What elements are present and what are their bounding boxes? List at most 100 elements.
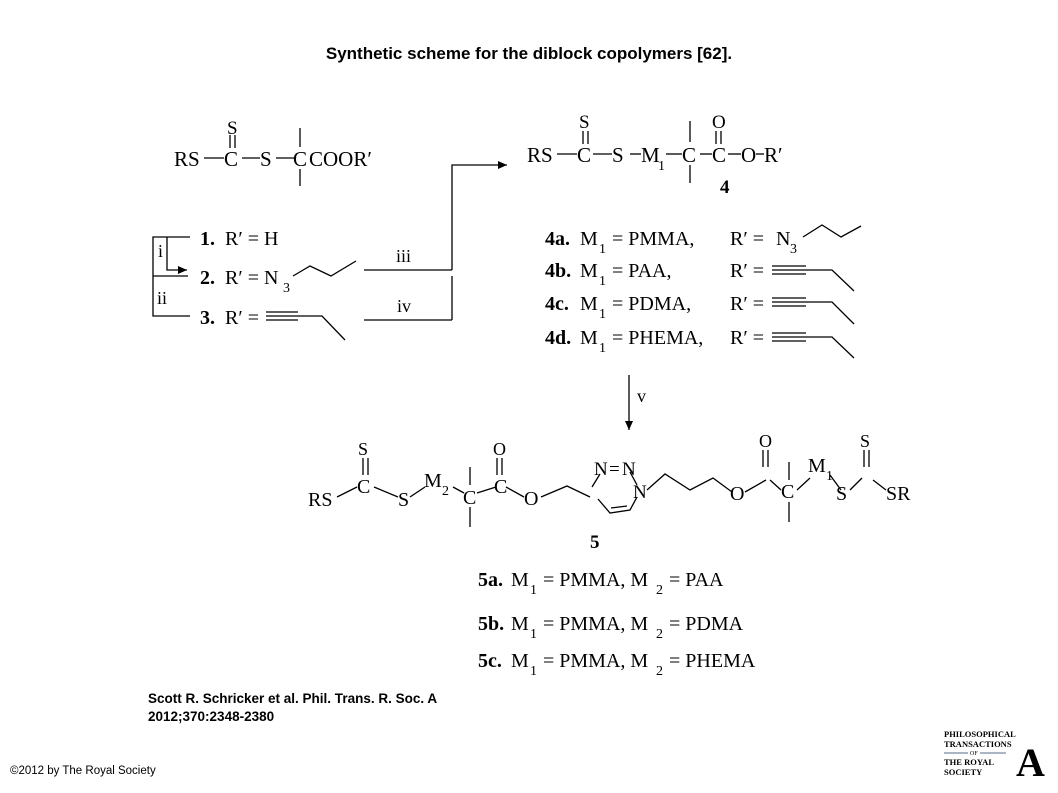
- p5-carbonyl-o-left: O: [493, 439, 506, 459]
- compound-2-sub: 3: [283, 281, 290, 296]
- series4-a-r: R′ =: [730, 228, 764, 250]
- logo-line-2: TRANSACTIONS: [944, 739, 1012, 749]
- p5-triazole-eq: =: [609, 459, 620, 480]
- compound-2-text: R′ = N: [225, 267, 278, 289]
- arrows-iii-iv: [364, 161, 507, 321]
- reagent-iii: iii: [396, 246, 411, 266]
- series4-d-id: 4d.: [545, 327, 571, 349]
- series4-b-id: 4b.: [545, 260, 571, 282]
- p5-rs: RS: [308, 489, 332, 511]
- series5-a-s1: 1: [530, 583, 537, 598]
- series5-b-m: M: [511, 613, 529, 635]
- p5-triazole-n2: N: [622, 459, 636, 480]
- p4-thione-s: S: [579, 112, 590, 133]
- p4-number: 4: [720, 177, 730, 198]
- p4-carbonyl-o: O: [712, 112, 726, 133]
- start-c2: C: [293, 147, 307, 171]
- series4-b-m: M: [580, 260, 598, 282]
- series5-c-m: M: [511, 650, 529, 672]
- p5-number: 5: [590, 532, 600, 553]
- start-thione-s: S: [227, 118, 238, 139]
- page-title: Synthetic scheme for the diblock copolym…: [325, 44, 733, 63]
- p5-o-ester-left: O: [524, 488, 538, 510]
- product-4-structure: [557, 121, 764, 183]
- series4-a-m: M: [580, 228, 598, 250]
- p4-c: C: [577, 143, 591, 167]
- p4-rs: RS: [527, 143, 553, 167]
- series5-a-id: 5a.: [478, 569, 503, 591]
- series-4-row: 4a. M 1 = PMMA, R′ = N 3: [545, 228, 797, 257]
- series4-d-r: R′ =: [730, 327, 764, 349]
- p5-m1-sub: 1: [826, 469, 833, 484]
- series5-b-s1: 1: [530, 627, 537, 642]
- series4-a-nsub: 3: [790, 242, 797, 257]
- reagent-i: i: [158, 241, 163, 261]
- citation: Scott R. Schricker et al. Phil. Trans. R…: [148, 690, 508, 726]
- royal-society-logo: PHILOSOPHICAL TRANSACTIONS OF THE ROYAL …: [944, 729, 1045, 780]
- series5-c-id: 5c.: [478, 650, 502, 672]
- alkyne-4c: [772, 297, 855, 325]
- p4-c2: C: [682, 143, 696, 167]
- p5-c-quat-left: C: [463, 487, 476, 509]
- series5-c-s1: 1: [530, 664, 537, 679]
- series5-c-end: = PHEMA: [669, 650, 756, 672]
- reagent-iv: iv: [397, 296, 411, 316]
- series5-a-s2: 2: [656, 583, 663, 598]
- p4-m: M: [641, 143, 660, 167]
- start-c: C: [224, 147, 238, 171]
- p5-m1: M: [808, 455, 826, 477]
- alkyne-4d: [772, 332, 855, 359]
- copyright-notice: ©2012 by The Royal Society: [10, 765, 156, 777]
- p4-s: S: [612, 143, 624, 167]
- series-4-row: 4b. M 1 = PAA, R′ =: [545, 260, 764, 289]
- series4-b-r: R′ =: [730, 260, 764, 282]
- starting-material: [204, 128, 301, 186]
- p5-carbonyl-o-right: O: [759, 431, 772, 451]
- series4-b-sub: 1: [599, 274, 606, 289]
- series4-d-sub: 1: [599, 341, 606, 356]
- series-4-row: 4c. M 1 = PDMA, R′ =: [545, 293, 764, 322]
- start-rs: RS: [174, 147, 200, 171]
- series4-c-sub: 1: [599, 307, 606, 322]
- series4-d-m: M: [580, 327, 598, 349]
- p5-m2-sub: 2: [442, 484, 449, 499]
- compound-1-id: 1.: [200, 228, 215, 250]
- reagent-v: v: [637, 386, 646, 406]
- p4-r: R′: [764, 143, 783, 167]
- p5-s-left: S: [398, 489, 409, 511]
- series5-b-id: 5b.: [478, 613, 504, 635]
- p5-triazole-n3: N: [633, 482, 647, 503]
- logo-line-3: OF: [970, 751, 978, 757]
- series4-c-val: = PDMA,: [612, 293, 691, 315]
- series5-a-mid: = PMMA, M: [543, 569, 648, 591]
- propyl-chain-4a: [802, 224, 862, 238]
- p5-c-quat-right: C: [781, 481, 794, 503]
- alkyne-4b: [772, 265, 855, 292]
- p5-thione-s-left: S: [358, 439, 368, 459]
- series-5-row: 5c. M 1 = PMMA, M 2 = PHEMA: [478, 650, 756, 679]
- logo-line-5: SOCIETY: [944, 767, 982, 777]
- product-5-structure: [336, 450, 887, 527]
- p5-thione-s-right: S: [860, 431, 870, 451]
- logo-line-4: THE ROYAL: [944, 757, 994, 767]
- p5-s-right: S: [836, 483, 847, 505]
- series5-a-end: = PAA: [669, 569, 724, 591]
- bracket-arrows: [152, 236, 190, 317]
- series4-a-sub: 1: [599, 242, 606, 257]
- series-5-row: 5a. M 1 = PMMA, M 2 = PAA: [478, 569, 724, 598]
- series5-c-s2: 2: [656, 664, 663, 679]
- series-5-row: 5b. M 1 = PMMA, M 2 = PDMA: [478, 613, 744, 642]
- series5-c-mid: = PMMA, M: [543, 650, 648, 672]
- series5-b-s2: 2: [656, 627, 663, 642]
- p5-c-left: C: [357, 476, 370, 498]
- p5-c-carbonyl-left: C: [494, 476, 507, 498]
- series4-c-m: M: [580, 293, 598, 315]
- series5-a-m: M: [511, 569, 529, 591]
- p4-o: O: [741, 143, 756, 167]
- logo-line-1: PHILOSOPHICAL: [944, 729, 1016, 739]
- p4-m-sub: 1: [658, 159, 665, 174]
- p5-o-ester-right: O: [730, 483, 744, 505]
- p5-sr: SR: [886, 483, 911, 505]
- alkyne-3: [266, 311, 346, 341]
